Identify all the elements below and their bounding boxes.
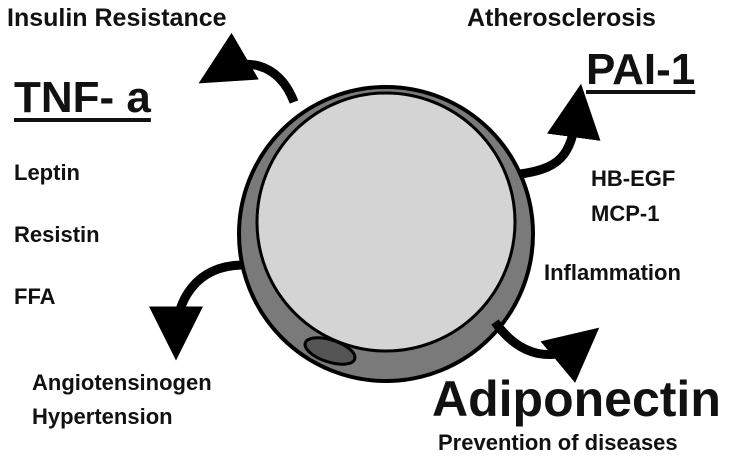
leptin-label: Leptin <box>14 160 80 185</box>
ffa-label: FFA <box>14 284 56 309</box>
cell-nucleus <box>303 336 357 366</box>
atherosclerosis-label: Atherosclerosis <box>467 4 656 32</box>
angiotensinogen-label: Angiotensinogen <box>32 370 212 395</box>
insulin-resistance-label: Insulin Resistance <box>7 4 227 32</box>
resistin-label: Resistin <box>14 222 100 247</box>
pai-1-label: PAI-1 <box>586 45 696 94</box>
arrow-to-pai-1 <box>519 83 601 179</box>
mcp-1-label: MCP-1 <box>591 201 660 226</box>
arrow-to-tnf-a <box>198 32 299 104</box>
cell-cytoplasm <box>255 91 517 353</box>
prevention-of-diseases-label: Prevention of diseases <box>438 430 678 455</box>
inflammation-label: Inflammation <box>544 260 681 285</box>
tnf-a-label: TNF- a <box>14 73 151 122</box>
arrow-to-angiotensinogen <box>149 260 243 361</box>
hb-egf-label: HB-EGF <box>591 166 676 191</box>
adiponectin-label: Adiponectin <box>432 371 721 427</box>
arrow-to-adiponectin <box>491 319 600 383</box>
hypertension-label: Hypertension <box>32 404 173 429</box>
